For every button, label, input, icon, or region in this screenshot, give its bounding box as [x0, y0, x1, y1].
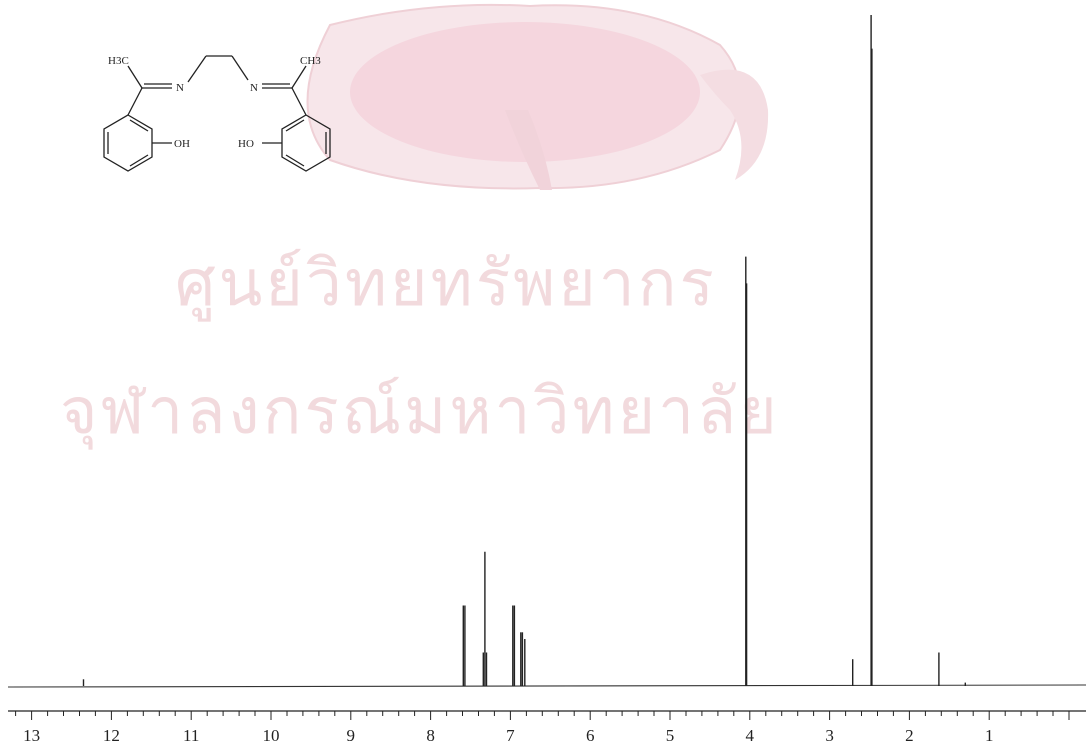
- watermark-line-1: ศูนย์วิทยทรัพยากร: [175, 247, 717, 321]
- x-tick-label-7: 7: [506, 726, 515, 745]
- left-ring-double-bond-3: [129, 119, 149, 132]
- x-tick-label-2: 2: [905, 726, 914, 745]
- label-n-left: N: [176, 82, 184, 94]
- right-ring-double-bond-2: [285, 154, 305, 167]
- label-oh: OH: [174, 138, 190, 150]
- structure-labels: H3C CH3 N N OH HO: [108, 55, 321, 150]
- x-axis: [8, 710, 1086, 720]
- seal-inner-shape: [350, 22, 700, 162]
- watermark-line-2: จุฬาลงกรณ์มหาวิทยาลัย: [60, 375, 780, 449]
- label-h3c: H3C: [108, 55, 129, 67]
- x-tick-label-11: 11: [183, 726, 199, 745]
- x-tick-label-3: 3: [825, 726, 834, 745]
- right-imine-to-ring-bond: [291, 87, 307, 116]
- x-tick-label-1: 1: [985, 726, 994, 745]
- spectrum-baseline: [7, 684, 1086, 688]
- seal-ribbon-shape: [700, 69, 769, 180]
- left-ring-to-imine-bond: [127, 87, 143, 116]
- x-tick-label-8: 8: [426, 726, 435, 745]
- x-tick-label-6: 6: [586, 726, 595, 745]
- chemical-structure: [103, 55, 331, 172]
- left-ethylene-bond: [187, 55, 207, 83]
- label-n-right: N: [250, 82, 258, 94]
- right-benzene-ring: [281, 114, 331, 172]
- x-tick-label-13: 13: [23, 726, 40, 745]
- x-tick-label-5: 5: [666, 726, 675, 745]
- spectrum-layer: [7, 15, 1086, 688]
- right-ethylene-bond: [231, 55, 249, 81]
- x-tick-label-12: 12: [103, 726, 120, 745]
- right-methyl-bond: [291, 65, 307, 89]
- seal-tassel-shape: [505, 110, 552, 190]
- label-ho: HO: [238, 138, 254, 150]
- x-tick-label-10: 10: [263, 726, 280, 745]
- label-ch3: CH3: [300, 55, 321, 67]
- right-ring-double-bond-3: [285, 119, 305, 132]
- x-axis-tick-labels: 13 12 11 10 9 8 7 6 5 4 3 2 1: [23, 726, 993, 745]
- x-tick-label-9: 9: [347, 726, 356, 745]
- x-tick-label-4: 4: [746, 726, 755, 745]
- left-methyl-bond: [127, 65, 143, 89]
- left-benzene-ring: [103, 114, 153, 172]
- left-ring-double-bond-2: [129, 154, 149, 167]
